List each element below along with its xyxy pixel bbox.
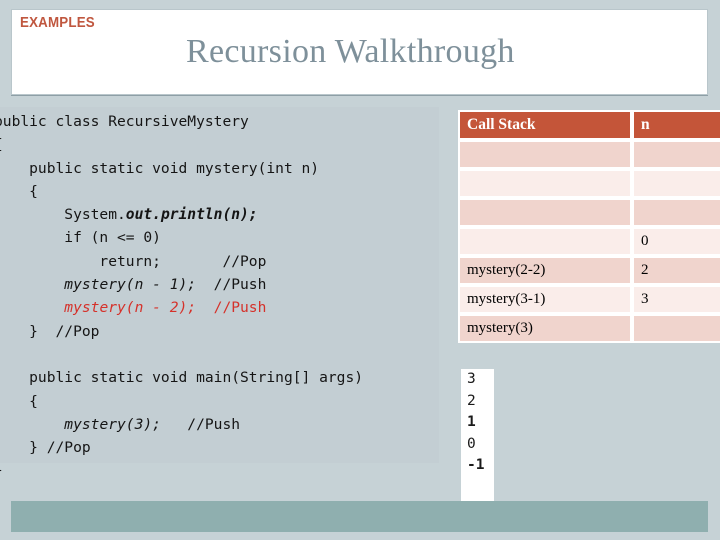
code-line: { — [0, 133, 439, 156]
code-line: public static void main(String[] args) — [0, 369, 364, 387]
code-line: return; //Pop — [0, 252, 267, 270]
bottom-accent-strip — [11, 501, 708, 532]
table-row: 0 — [458, 227, 720, 256]
cell-call-stack: mystery(3) — [458, 314, 632, 343]
console-output-box: 3 2 1 0 -1 — [461, 369, 494, 506]
table-row: mystery(3-1)3 — [458, 285, 720, 314]
code-line: } //Pop — [0, 439, 91, 457]
table-row — [458, 140, 720, 169]
cell-call-stack: mystery(3-1) — [458, 285, 632, 314]
output-line: 3 — [467, 371, 476, 387]
cell-n — [632, 314, 720, 343]
code-emphasis: mystery(n - 2); — [64, 299, 197, 317]
column-header-call-stack: Call Stack — [458, 110, 632, 140]
code-comment: //Push — [196, 299, 267, 317]
cell-n: 0 — [632, 227, 720, 256]
code-line: } — [0, 459, 439, 482]
code-line: System.out.println(n); — [0, 206, 258, 224]
cell-n — [632, 198, 720, 227]
code-line: public static void mystery(int n) — [0, 159, 320, 177]
cell-n — [632, 140, 720, 169]
page-title: Recursion Walkthrough — [186, 33, 515, 70]
output-line: 0 — [467, 435, 476, 452]
table-row: mystery(3) — [458, 314, 720, 343]
code-line: } //Pop — [0, 322, 100, 340]
cell-call-stack — [458, 227, 632, 256]
header-band — [11, 9, 708, 95]
code-line: public class RecursiveMystery — [0, 113, 249, 130]
cell-call-stack — [458, 140, 632, 169]
cell-n — [632, 169, 720, 198]
cell-call-stack — [458, 198, 632, 227]
code-line: if (n <= 0) — [0, 229, 161, 247]
code-line: mystery(n - 1); //Push — [0, 273, 439, 296]
code-listing: public class RecursiveMystery { public st… — [0, 107, 439, 479]
code-line: mystery(n - 2); //Push — [0, 296, 439, 319]
column-header-n: n — [632, 110, 720, 140]
header-divider — [11, 95, 708, 96]
table-row — [458, 169, 720, 198]
table-row: mystery(2-2)2 — [458, 256, 720, 285]
code-line: { — [29, 392, 38, 410]
code-line: mystery(3); //Push — [0, 413, 439, 436]
output-line: 1 — [467, 414, 476, 430]
code-line: { — [29, 182, 38, 200]
output-line: 2 — [467, 392, 476, 409]
cell-call-stack — [458, 169, 632, 198]
cell-n: 3 — [632, 285, 720, 314]
code-comment: //Push — [160, 415, 241, 433]
cell-n: 2 — [632, 256, 720, 285]
output-line: -1 — [467, 457, 485, 473]
table-row — [458, 198, 720, 227]
code-emphasis: out.println(n); — [125, 206, 258, 224]
code-emphasis: mystery(n - 1); — [64, 276, 197, 294]
table-header-row: Call Stack n — [458, 110, 720, 140]
code-line — [0, 343, 439, 366]
cell-call-stack: mystery(2-2) — [458, 256, 632, 285]
eyebrow-label: EXAMPLES — [20, 15, 95, 31]
code-emphasis: mystery(3); — [64, 415, 161, 433]
code-comment: //Push — [196, 276, 267, 294]
